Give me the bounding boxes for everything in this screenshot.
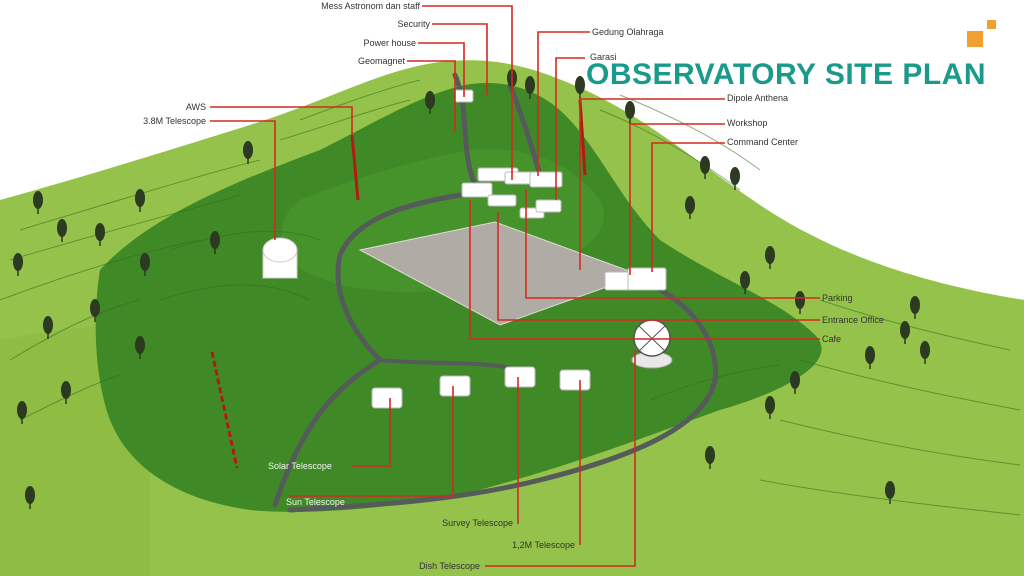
label-command-center: Command Center: [727, 137, 799, 147]
tree-crown: [135, 189, 145, 207]
tree-crown: [90, 299, 100, 317]
tree-crown: [425, 91, 435, 109]
tree-crown: [900, 321, 910, 339]
label-mess-astronom: Mess Astronom dan staff: [321, 1, 420, 11]
tree-crown: [17, 401, 27, 419]
label-power-house: Power house: [363, 38, 416, 48]
tree-crown: [795, 291, 805, 309]
label-dipole-antenna: Dipole Anthena: [727, 93, 789, 103]
label-gedung-olahraga: Gedung Olahraga: [592, 27, 664, 37]
tree-crown: [705, 446, 715, 464]
label-sun-telescope: Sun Telescope: [286, 497, 345, 507]
buildings: [371, 89, 667, 409]
label-dish-telescope: Dish Telescope: [419, 561, 480, 571]
leader-lines: [210, 5, 820, 567]
tree-crown: [685, 196, 695, 214]
tree-crown: [95, 223, 105, 241]
contour-lines: [0, 79, 1021, 516]
tree-crown: [135, 336, 145, 354]
label-entrance-office: Entrance Office: [822, 315, 884, 325]
label-telescope-12m: 1,2M Telescope: [512, 540, 575, 550]
tree-crown: [885, 481, 895, 499]
tree-crown: [625, 101, 635, 119]
label-solar-telescope: Solar Telescope: [268, 461, 332, 471]
tree-crown: [140, 253, 150, 271]
antenna-masts: [210, 99, 587, 469]
roads: [272, 72, 719, 513]
tree-crown: [575, 76, 585, 94]
accent-square-small: [987, 20, 996, 29]
label-geomagnet: Geomagnet: [357, 56, 405, 66]
tree-crown: [700, 156, 710, 174]
tree-crown: [765, 246, 775, 264]
label-garasi: Garasi: [590, 52, 617, 62]
label-telescope-38m: 3.8M Telescope: [143, 116, 206, 126]
tree-crown: [43, 316, 53, 334]
tree-crown: [33, 191, 43, 209]
tree-crown: [790, 371, 800, 389]
label-workshop: Workshop: [727, 118, 768, 128]
label-security: Security: [397, 19, 430, 29]
tree-crown: [61, 381, 71, 399]
label-aws: AWS: [185, 102, 206, 112]
telescope-38m-dome: [262, 237, 298, 279]
tree-crown: [910, 296, 920, 314]
tree-crown: [57, 219, 67, 237]
label-cafe: Cafe: [822, 334, 842, 344]
tree-crown: [243, 141, 253, 159]
dish-telescope: [631, 319, 673, 369]
tree-crown: [730, 167, 740, 185]
tree-crown: [25, 486, 35, 504]
tree-crown: [210, 231, 220, 249]
page-title: OBSERVATORY SITE PLAN: [586, 58, 987, 91]
tree-crown: [525, 76, 535, 94]
label-parking: Parking: [822, 293, 853, 303]
tree-crown: [740, 271, 750, 289]
label-survey-telescope: Survey Telescope: [442, 518, 513, 528]
tree-crown: [765, 396, 775, 414]
accent-square-large: [967, 31, 983, 47]
tree-crown: [865, 346, 875, 364]
tree-crown: [13, 253, 23, 271]
tree-crown: [920, 341, 930, 359]
